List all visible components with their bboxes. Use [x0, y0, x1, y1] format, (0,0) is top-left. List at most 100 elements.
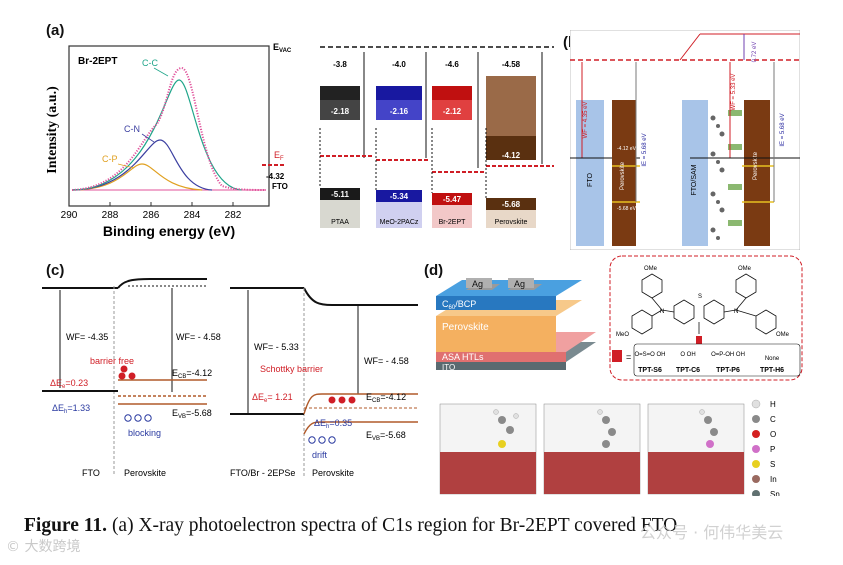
- svg-text:H: H: [770, 400, 776, 409]
- svg-text:WF= -4.35: WF= -4.35: [66, 332, 108, 342]
- svg-text:-2.12: -2.12: [443, 107, 462, 116]
- svg-text:-2.18: -2.18: [331, 107, 350, 116]
- svg-text:S: S: [698, 294, 702, 300]
- peak-label-cn: C-N: [124, 124, 140, 134]
- c-p-peak: [71, 163, 203, 191]
- svg-text:-2.16: -2.16: [390, 107, 409, 116]
- band-diagram-comparison: WF= -4.35 WF= - 4.58 barrier free ΔEe=0.…: [42, 278, 418, 478]
- svg-text:IE = 5.68 eV: IE = 5.68 eV: [642, 133, 648, 166]
- element-legend: H C O P S In Sn: [751, 399, 780, 496]
- svg-text:C: C: [770, 415, 776, 424]
- caption-text: (a) X-ray photoelectron spectra of C1s r…: [107, 515, 678, 536]
- svg-text:ΔEe= 1.21: ΔEe= 1.21: [252, 392, 293, 404]
- svg-text:EVB=-5.68: EVB=-5.68: [172, 408, 212, 420]
- svg-text:ECB=-4.12: ECB=-4.12: [366, 392, 406, 404]
- svg-text:OMe: OMe: [776, 332, 790, 338]
- c-n-peak: [71, 139, 213, 191]
- panel-c-label: (c): [46, 262, 65, 279]
- svg-text:OMe: OMe: [738, 266, 752, 272]
- svg-text:WF= - 4.58: WF= - 4.58: [176, 332, 221, 342]
- xps-xlabel: Binding energy (eV): [103, 223, 235, 239]
- svg-text:PTAA: PTAA: [331, 219, 349, 226]
- svg-text:OMe: OMe: [644, 266, 658, 272]
- svg-text:Ag: Ag: [514, 279, 525, 289]
- svg-text:Perovskite: Perovskite: [495, 219, 528, 226]
- svg-text:Perovskite: Perovskite: [442, 322, 489, 333]
- envelope-fit: [71, 67, 267, 191]
- svg-text:ΔEe=0.23: ΔEe=0.23: [50, 378, 88, 390]
- svg-text:-4.12 eV: -4.12 eV: [617, 146, 637, 152]
- watermark-left: © 大数跨境: [6, 539, 81, 555]
- watermark-right: 公众号 · 何伟华美云: [640, 523, 784, 542]
- svg-text:FTO: FTO: [587, 173, 594, 187]
- svg-text:-5.34: -5.34: [390, 192, 409, 201]
- figure-caption: Figure 11. (a) X-ray photoelectron spect…: [24, 515, 824, 537]
- svg-text:-4.0: -4.0: [392, 60, 406, 69]
- anchor-s6: O=S=O OH: [634, 352, 665, 358]
- xps-xtick-282: 282: [225, 210, 242, 221]
- panel-a-label: (a): [46, 22, 65, 39]
- svg-text:-4.6: -4.6: [445, 60, 459, 69]
- peak-label-cc: C-C: [142, 58, 158, 68]
- svg-text:Perovskite: Perovskite: [124, 468, 166, 478]
- svg-text:-5.68: -5.68: [502, 200, 521, 209]
- sam-molecules: [710, 115, 725, 240]
- svg-text:WF= - 5.33: WF= - 5.33: [254, 342, 299, 352]
- svg-text:-4.58: -4.58: [502, 60, 521, 69]
- svg-text:ΔEh=0.35: ΔEh=0.35: [314, 418, 352, 430]
- xps-xticks: 290 288 286 284 282: [61, 210, 242, 221]
- svg-text:In: In: [770, 475, 777, 484]
- svg-text:Perovskite: Perovskite: [753, 151, 759, 180]
- svg-text:FTO/SAM: FTO/SAM: [691, 164, 698, 195]
- fto-value: -4.32: [266, 172, 285, 181]
- svg-text:EVB=-5.68: EVB=-5.68: [366, 430, 406, 442]
- svg-text:ASA HTLs: ASA HTLs: [442, 352, 484, 362]
- band-alignment-schematic: FTO WF = 4.35 eV Perovskite -4.12 eV -5.…: [570, 30, 800, 250]
- svg-text:TPT-C6: TPT-C6: [676, 367, 700, 374]
- svg-text:WF = 4.35 eV: WF = 4.35 eV: [583, 102, 589, 139]
- xps-sample-name: Br-2EPT: [78, 56, 117, 67]
- anchor-c6: O OH: [680, 352, 695, 358]
- svg-text:WF = 5.33 eV: WF = 5.33 eV: [731, 74, 737, 111]
- svg-text:Br-2EPT: Br-2EPT: [439, 219, 467, 226]
- xps-xtick-288: 288: [102, 210, 119, 221]
- svg-text:-4.12: -4.12: [502, 151, 521, 160]
- svg-text:ECB=-4.12: ECB=-4.12: [172, 368, 212, 380]
- atomistic-models: [439, 403, 745, 495]
- svg-text:FTO: FTO: [82, 468, 100, 478]
- fto-label: FTO: [272, 182, 288, 191]
- material-meo-2pacz: -4.0 -2.16 -5.34 MeO-2PACz: [376, 52, 427, 228]
- svg-text:MeO-2PACz: MeO-2PACz: [380, 219, 419, 226]
- anchor-h6: None: [765, 356, 780, 362]
- svg-text:Sn: Sn: [770, 490, 780, 496]
- material-br-2ept: -4.6 -2.12 -5.47 Br-2EPT: [432, 52, 479, 228]
- svg-text:TPT-H6: TPT-H6: [760, 367, 784, 374]
- svg-text:ΔEh=1.33: ΔEh=1.33: [52, 403, 90, 415]
- svg-text:IE = 5.68 eV: IE = 5.68 eV: [780, 113, 786, 146]
- material-perovskite: -4.58 -4.12 -5.68 Perovskite: [486, 52, 543, 228]
- svg-text:EF: EF: [274, 150, 284, 162]
- svg-text:N: N: [660, 309, 664, 315]
- svg-text:0.72 eV: 0.72 eV: [752, 42, 758, 63]
- caption-figure-number: Figure 11.: [24, 515, 108, 536]
- svg-text:MeO: MeO: [616, 332, 629, 338]
- svg-text:-3.8: -3.8: [333, 60, 347, 69]
- svg-text:Ag: Ag: [472, 279, 483, 289]
- svg-text:Perovskite: Perovskite: [620, 161, 626, 190]
- panel-d-label: (d): [424, 262, 444, 279]
- xps-xtick-290: 290: [61, 210, 78, 221]
- svg-text:N: N: [734, 309, 738, 315]
- anchor-p6: O=P-OH OH: [711, 352, 745, 358]
- device-and-molecule-panel: Ag Ag C60/BCP Perovskite ASA HTLs ITO OM…: [436, 255, 803, 496]
- material-ptaa: -3.8 -2.18 -5.11 PTAA: [320, 52, 365, 228]
- svg-text:-5.11: -5.11: [331, 190, 349, 199]
- svg-text:=: =: [626, 352, 631, 362]
- svg-text:C60/BCP: C60/BCP: [442, 299, 476, 311]
- svg-text:FTO/Br - 2EPSe: FTO/Br - 2EPSe: [230, 468, 295, 478]
- svg-text:ITO: ITO: [442, 363, 455, 372]
- xps-spectrum-plot: Intensity (a.u.) 290 288 286 284 282 Bin…: [45, 45, 270, 239]
- svg-text:drift: drift: [312, 450, 328, 460]
- svg-text:-5.47: -5.47: [443, 195, 462, 204]
- svg-text:P: P: [770, 445, 775, 454]
- svg-text:Perovskite: Perovskite: [312, 468, 354, 478]
